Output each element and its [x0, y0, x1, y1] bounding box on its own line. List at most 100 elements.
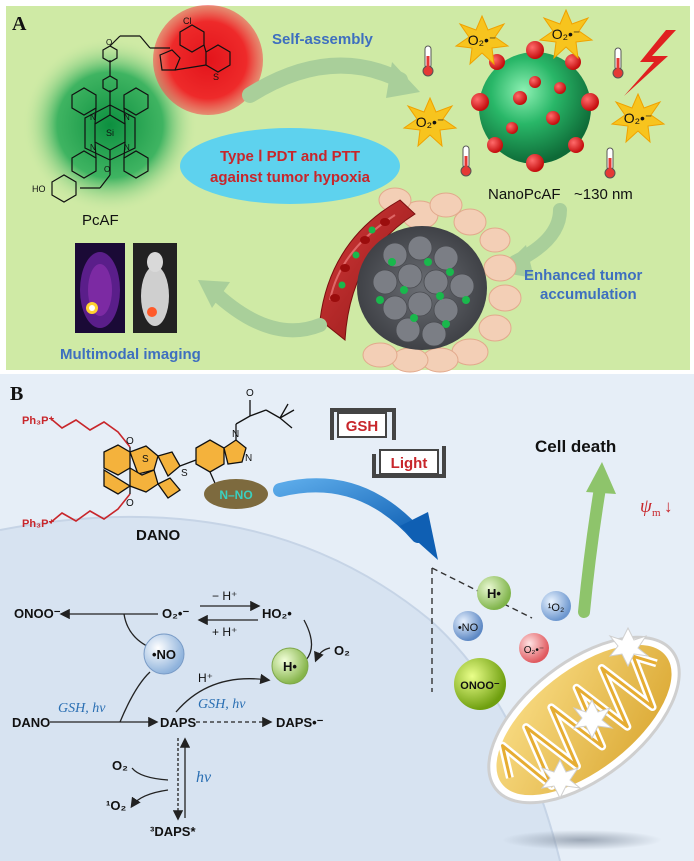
thermometer-icons	[422, 45, 624, 179]
label-pcaf: PcAF	[82, 212, 119, 229]
chem-ho: HO	[32, 184, 46, 194]
o2-label-1: O₂•⁻	[468, 32, 497, 48]
label-type-line2: against tumor hypoxia	[210, 169, 371, 186]
chem-n-1: N	[90, 113, 96, 122]
scheme-daps-radical: DAPS•⁻	[276, 715, 324, 730]
label-gsh: GSH	[346, 418, 379, 435]
scheme-onoo: ONOO⁻	[14, 606, 61, 621]
chem-si: Si	[106, 128, 114, 138]
label-psi: ψ	[640, 496, 653, 517]
sphere-singlet-o2	[541, 591, 571, 621]
panel-b-letter: B	[10, 383, 23, 405]
panel-a-letter: A	[12, 13, 27, 35]
chem-s-1: S	[181, 468, 188, 479]
label-enhanced-line1: Enhanced tumor	[524, 267, 643, 284]
sphere-1o2-label: ¹O₂	[548, 602, 565, 614]
scheme-gsh-hv-1: GSH, hν	[58, 701, 106, 716]
nanoparticle	[471, 41, 599, 172]
label-down: ↓	[664, 497, 673, 516]
scheme-gsh-hv-2: GSH, hν	[198, 697, 246, 712]
label-self-assembly: Self-assembly	[272, 31, 374, 48]
arc-o2-bottom	[131, 767, 169, 781]
chem-ph3p-top: Ph₃P⁺	[22, 415, 54, 427]
sphere-o2-radical	[519, 633, 549, 663]
sphere-h-radical	[477, 576, 511, 610]
chem-s-2: S	[142, 454, 149, 465]
chem-o-top: O	[106, 38, 112, 47]
chem-s: S	[213, 72, 219, 82]
label-psi-sub: m	[652, 507, 661, 519]
scheme-plus-h: + H⁺	[212, 625, 237, 639]
type-ellipse	[180, 128, 400, 204]
mitochondrion	[487, 626, 681, 850]
chem-ph3p-bottom: Ph₃P⁺	[22, 518, 54, 530]
ros-spheres	[453, 576, 571, 710]
arc-h-o2	[303, 619, 313, 661]
scheme-daps: DAPS	[160, 715, 196, 730]
scheme-hv: hν	[196, 769, 212, 786]
scheme-h-plus: H⁺	[198, 671, 213, 685]
panel-b: B	[0, 374, 694, 861]
self-assembly-arrow	[242, 57, 408, 103]
gsh-light-badge	[330, 408, 446, 478]
blue-arrowhead	[400, 512, 438, 560]
imaging-arrowhead	[198, 280, 230, 308]
arc-daps-to-h	[175, 673, 271, 713]
scheme-o2: O₂	[334, 643, 350, 658]
label-multimodal: Multimodal imaging	[60, 346, 201, 363]
label-nanopcaf: NanoPcAF	[488, 186, 561, 203]
sphere-no-radical	[453, 611, 483, 641]
chem-n-2: N	[124, 113, 130, 122]
sphere-onoo	[454, 658, 506, 710]
scheme-o2-bottom: O₂	[112, 758, 128, 773]
scheme-singlet-o2: ¹O₂	[106, 798, 126, 813]
green-glow	[22, 37, 198, 213]
label-type-line1: Type Ⅰ PDT and PTT	[220, 148, 360, 165]
scheme-no-radical: •NO	[152, 647, 176, 662]
chem-n-2: N	[245, 453, 252, 464]
cell-region	[0, 516, 560, 861]
label-dano: DANO	[136, 527, 180, 544]
cell-death-arrowhead	[586, 462, 616, 494]
chem-n-no: N–NO	[219, 488, 252, 502]
scheme-o2-radical: O₂•⁻	[162, 606, 189, 621]
sphere-onoo-label: ONOO⁻	[460, 680, 500, 692]
scheme-no-sphere	[143, 633, 185, 675]
panel-a: A	[0, 0, 694, 373]
sphere-no-label: •NO	[458, 622, 479, 634]
n-no-bubble	[204, 479, 268, 509]
chem-o-ester: O	[246, 388, 254, 399]
imaging-thumbnails	[75, 243, 177, 333]
imaging-arrow	[205, 283, 327, 338]
o2-bursts	[402, 8, 666, 148]
arc-o2-in	[314, 647, 331, 663]
blue-arrow	[273, 478, 425, 543]
label-enhanced-line2: accumulation	[540, 286, 637, 303]
chem-n-4: N	[124, 143, 130, 152]
chem-n-3: N	[90, 143, 96, 152]
chem-o-bottom: O	[126, 498, 134, 509]
chem-n-1: N	[232, 429, 239, 440]
o2-label-4: O₂•⁻	[624, 110, 653, 126]
label-light: Light	[391, 455, 428, 472]
o2-label-2: O₂•⁻	[552, 26, 581, 42]
tumor-illustration	[319, 187, 522, 373]
reaction-scheme	[50, 600, 331, 821]
label-size: ~130 nm	[574, 186, 633, 203]
chem-cl: Cl	[183, 16, 192, 26]
sphere-o2-label: O₂•⁻	[524, 645, 544, 656]
dano-molecule	[49, 400, 295, 524]
cell-death-arrow	[578, 482, 606, 618]
scheme-h-sphere	[271, 647, 309, 685]
scheme-dano: DANO	[12, 715, 50, 730]
arc-singlet-o2	[130, 789, 169, 809]
o2-label-3: O₂•⁻	[416, 114, 445, 130]
scheme-h-radical: H•	[283, 659, 297, 674]
chem-o-top: O	[126, 436, 134, 447]
sphere-h-label: H•	[487, 586, 501, 601]
scheme-triplet-daps: ³DAPS*	[150, 824, 196, 839]
self-assembly-arrowhead	[386, 62, 420, 98]
chem-o-bottom: O	[104, 165, 110, 174]
arc-dano-to-no	[119, 671, 151, 723]
